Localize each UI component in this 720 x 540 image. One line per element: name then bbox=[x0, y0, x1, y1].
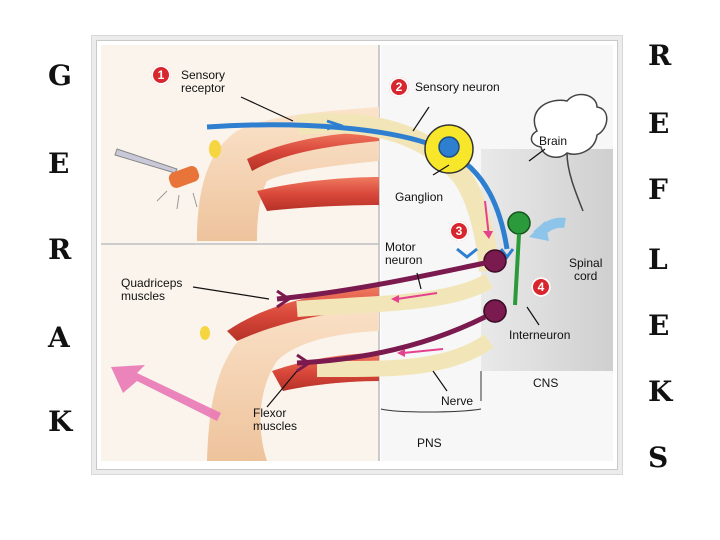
step-4-badge: 4 bbox=[531, 277, 551, 297]
impact-lines bbox=[156, 190, 198, 210]
reflex-arc-illustration bbox=[101, 45, 613, 461]
label-nerve: Nerve bbox=[441, 394, 474, 408]
label-cns: CNS bbox=[533, 376, 559, 390]
label-ganglion: Ganglion bbox=[395, 190, 444, 204]
leader-lines bbox=[192, 96, 546, 408]
label-pns: PNS bbox=[417, 436, 442, 450]
label-sensory-receptor: Sensory receptor bbox=[181, 68, 226, 95]
side-letter-left-3: R bbox=[48, 233, 72, 266]
upper-leg bbox=[114, 107, 379, 241]
side-letter-right-5: E bbox=[648, 309, 670, 342]
motor-neuron-path-lower bbox=[296, 314, 487, 366]
motor-neuron-path-upper bbox=[276, 260, 486, 302]
label-interneuron: Interneuron bbox=[509, 328, 571, 342]
step-3-badge: 3 bbox=[449, 221, 469, 241]
pns-bracket bbox=[380, 408, 482, 413]
side-letter-right-3: F bbox=[648, 173, 668, 206]
reflex-arc-diagram: 1 Sensory receptor 2 Sensory neuron Brai… bbox=[96, 40, 618, 470]
lower-nerve-bundle bbox=[316, 334, 494, 378]
motor-neuron-cell-body-lower bbox=[483, 299, 507, 323]
step-1-badge: 1 bbox=[151, 65, 171, 85]
motor-neuron-cell-body-upper bbox=[483, 249, 507, 273]
side-letter-left-4: A bbox=[48, 321, 70, 354]
side-letter-right-6: K bbox=[648, 375, 673, 408]
kick-direction-arrow bbox=[111, 365, 221, 421]
label-spinal-cord: Spinal cord bbox=[569, 256, 603, 283]
side-letter-right-2: E bbox=[648, 107, 670, 140]
label-quadriceps-muscles: Quadriceps muscles bbox=[121, 276, 183, 303]
reflex-hammer-icon bbox=[114, 148, 200, 188]
quadriceps-muscle-upper bbox=[247, 131, 379, 171]
side-letter-left-5: K bbox=[48, 405, 73, 438]
side-letter-right-1: R bbox=[648, 39, 672, 72]
label-flexor-muscles: Flexor muscles bbox=[253, 406, 298, 433]
side-letter-left-2: E bbox=[48, 147, 70, 180]
flexor-muscle-upper bbox=[257, 177, 379, 211]
side-letter-right-4: L bbox=[648, 243, 668, 276]
side-letter-right-7: S bbox=[648, 441, 669, 474]
brain-icon bbox=[530, 93, 608, 159]
step-2-badge: 2 bbox=[389, 77, 409, 97]
label-motor-neuron: Motor neuron bbox=[385, 240, 423, 267]
sensory-cell-body bbox=[438, 136, 460, 158]
signal-arrow-upper-motor bbox=[396, 292, 438, 300]
label-brain: Brain bbox=[539, 134, 568, 148]
patella-tendon bbox=[209, 140, 221, 158]
side-letter-left-1: G bbox=[48, 59, 72, 92]
label-sensory-neuron: Sensory neuron bbox=[415, 80, 500, 94]
signal-arrow-lower-motor bbox=[402, 348, 444, 354]
interneuron-cell-body-upper bbox=[507, 211, 531, 235]
